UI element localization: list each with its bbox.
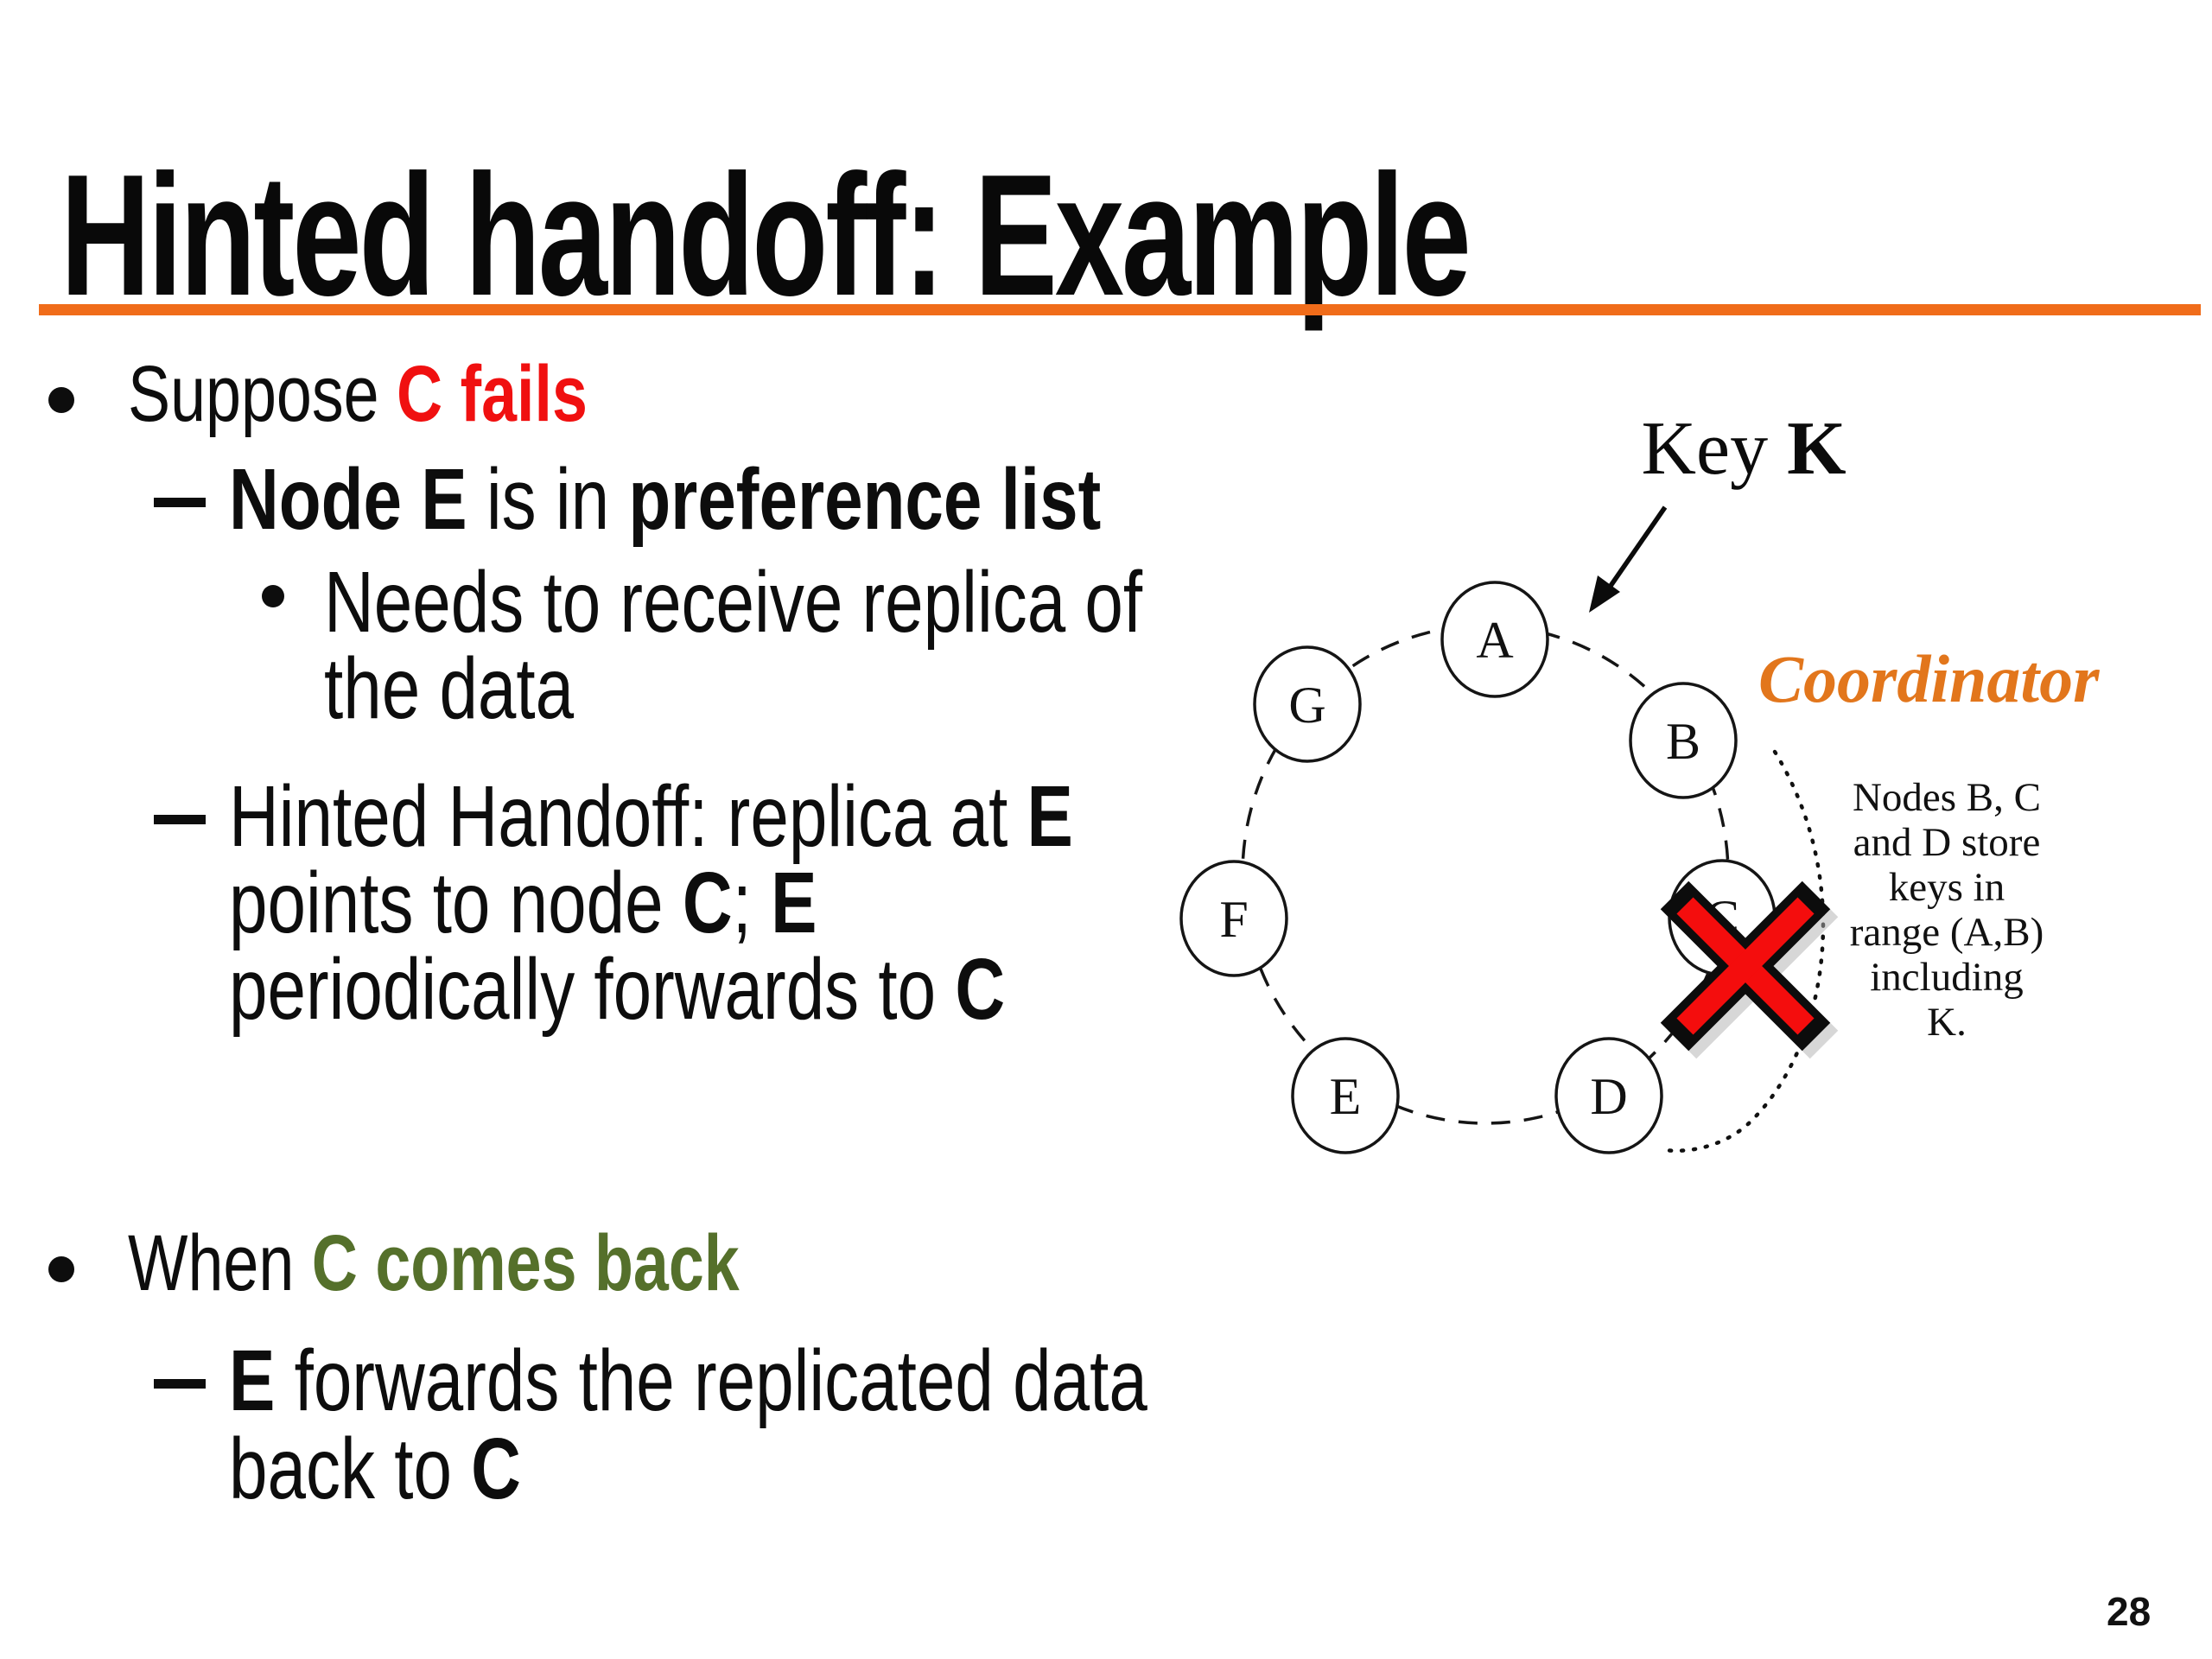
- node-label: A: [1476, 612, 1513, 669]
- bullet-needs-replica-line2: the data: [324, 645, 574, 732]
- key-arrow-line: [1608, 505, 1668, 588]
- note-line: and D store: [1853, 820, 2041, 865]
- bullet-hinted-handoff-line3: periodically forwards to C: [229, 946, 1005, 1033]
- key-range-dotted-arc: [1662, 749, 1826, 1153]
- dash-bullet-icon: [154, 498, 206, 507]
- range-note: Nodes B, C and D store keys in range (A,…: [1850, 775, 2044, 1045]
- node-circle: [1253, 645, 1362, 763]
- bullet-text: ;: [732, 855, 772, 951]
- page-number: 28: [2107, 1589, 2152, 1634]
- key-label-bold: K: [1787, 407, 1846, 491]
- bullet-needs-replica-line1: Needs to receive replica of: [324, 559, 1142, 645]
- bullet-hinted-handoff-line1: Hinted Handoff: replica at E: [229, 773, 1073, 860]
- ring-node-a: A: [1440, 581, 1549, 698]
- bullet-text: Needs to receive replica of: [324, 554, 1143, 651]
- note-line: including: [1870, 955, 2024, 1000]
- bullet-text: When: [128, 1219, 312, 1307]
- key-k-label: Key K: [1641, 407, 1846, 491]
- ring-node-b: B: [1629, 682, 1738, 799]
- node-label: E: [1330, 1068, 1362, 1125]
- dash-bullet-icon: [154, 1379, 206, 1389]
- note-line: range (A,B): [1850, 910, 2044, 955]
- node-circle: [1554, 1037, 1663, 1154]
- c-comes-back-highlight: C comes back: [311, 1219, 740, 1307]
- bullet-text: Suppose: [128, 350, 397, 438]
- bullet-text-bold: C: [682, 855, 733, 951]
- node-circle: [1440, 581, 1549, 698]
- node-label: F: [1219, 891, 1248, 948]
- bullet-dot-icon: [48, 1256, 74, 1282]
- bullet-text: the data: [324, 640, 575, 737]
- bullet-node-e-preference-list: Node E is in preference list: [229, 456, 1101, 543]
- page-title: Hinted handoff: Example: [60, 139, 1471, 332]
- coordinator-label: Coordinator: [1758, 641, 2100, 716]
- key-arrow-head-icon: [1589, 575, 1620, 613]
- bullet-text: points to node: [229, 855, 683, 951]
- node-label: G: [1288, 677, 1325, 734]
- bullet-text-bold: C: [955, 941, 1006, 1038]
- bullet-text-bold: C: [471, 1421, 521, 1517]
- ring-node-e: E: [1291, 1037, 1400, 1154]
- note-line: K.: [1927, 1000, 1967, 1045]
- c-fails-highlight: C fails: [397, 350, 588, 438]
- bullet-when-c-comes-back: When C comes back: [128, 1224, 740, 1303]
- bullet-dot-icon: [48, 387, 74, 413]
- bullet-text-bold: E: [1027, 768, 1073, 865]
- node-label: D: [1590, 1068, 1627, 1125]
- bullet-text: forwards the replicated data: [275, 1332, 1147, 1429]
- bullet-suppose-c-fails: Suppose C fails: [128, 354, 588, 434]
- ring-node-f: F: [1179, 860, 1288, 977]
- bullet-text: periodically forwards to: [229, 941, 956, 1038]
- dash-bullet-icon: [154, 815, 206, 824]
- node-circle: [1179, 860, 1288, 977]
- bullet-text-bold: Node E: [229, 451, 467, 548]
- bullet-e-forwards-line1: E forwards the replicated data: [229, 1338, 1147, 1424]
- failed-node-x-icon: [1660, 880, 1839, 1059]
- ring-node-g: G: [1253, 645, 1362, 763]
- title-underline-rule: [39, 304, 2201, 315]
- node-circle: [1291, 1037, 1400, 1154]
- note-line: Nodes B, C: [1853, 775, 2041, 820]
- bullet-e-forwards-line2: back to C: [229, 1426, 521, 1512]
- node-label: B: [1666, 713, 1700, 770]
- bullet-text-bold: E: [229, 1332, 276, 1429]
- note-line: keys in: [1889, 865, 2005, 910]
- bullet-text: Hinted Handoff: replica at: [229, 768, 1027, 865]
- key-label-text: Key: [1641, 407, 1787, 491]
- ring-node-d: D: [1554, 1037, 1663, 1154]
- bullet-hinted-handoff-line2: points to node C; E: [229, 860, 817, 946]
- bullet-text: is in: [467, 451, 629, 548]
- bullet-text-bold: preference list: [628, 451, 1102, 548]
- bullet-dot-icon: [262, 585, 284, 607]
- bullet-text: back to: [229, 1421, 472, 1517]
- bullet-text-bold: E: [771, 855, 817, 951]
- node-circle: [1629, 682, 1738, 799]
